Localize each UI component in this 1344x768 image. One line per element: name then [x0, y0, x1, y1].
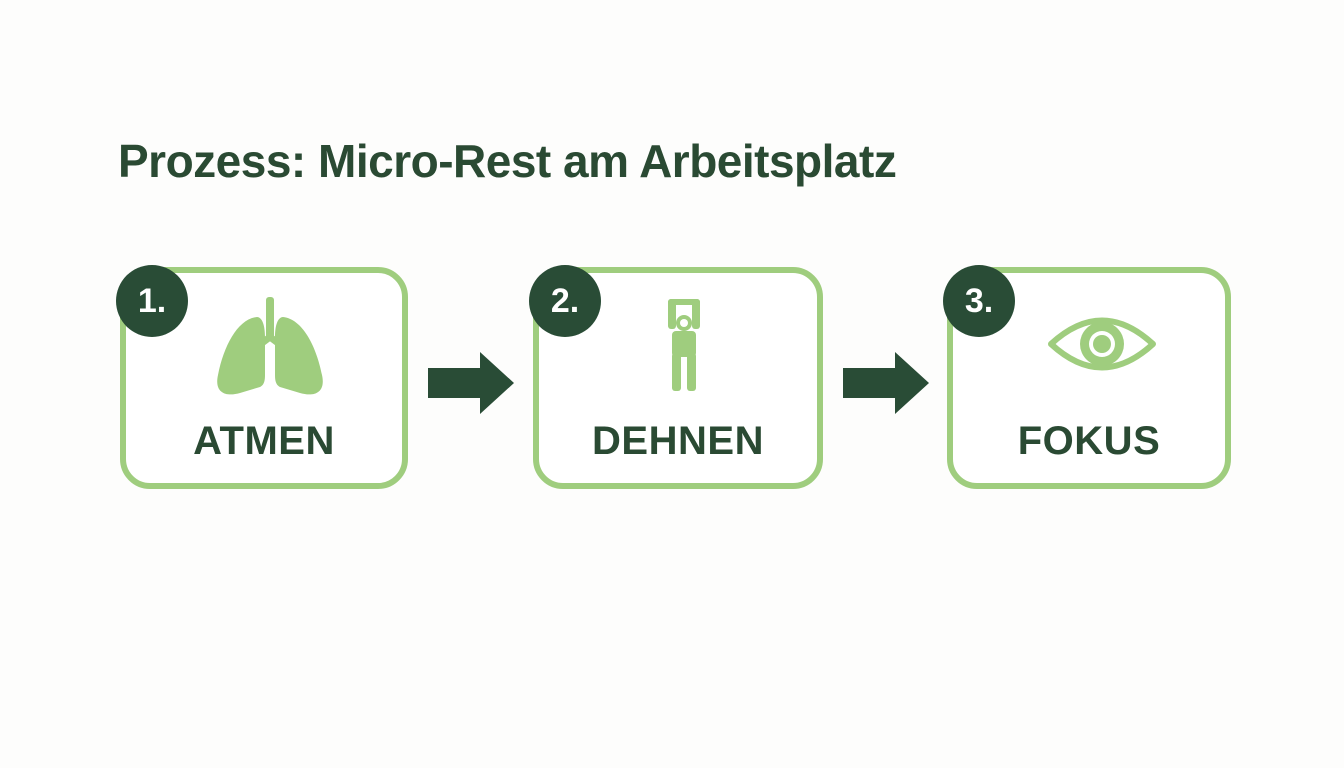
step-label: DEHNEN — [592, 419, 764, 463]
page-title: Prozess: Micro-Rest am Arbeitsplatz — [118, 135, 897, 187]
step-label: ATMEN — [193, 419, 335, 463]
step-number-badge: 3. — [943, 265, 1015, 337]
arrow-right-icon — [428, 352, 514, 414]
step-card-fokus: 3. FOKUS — [943, 265, 1231, 489]
step-label: FOKUS — [1017, 419, 1161, 463]
lungs-icon — [217, 297, 323, 395]
step-card-dehnen: 2. DEHNEN — [529, 265, 823, 489]
step-card-atmen: 1. ATMEN — [116, 265, 408, 489]
arrow-right-icon — [843, 352, 929, 414]
stretch-person-icon — [668, 299, 700, 391]
eye-icon — [1048, 317, 1156, 371]
step-number-badge: 2. — [529, 265, 601, 337]
step-number-badge: 1. — [116, 265, 188, 337]
